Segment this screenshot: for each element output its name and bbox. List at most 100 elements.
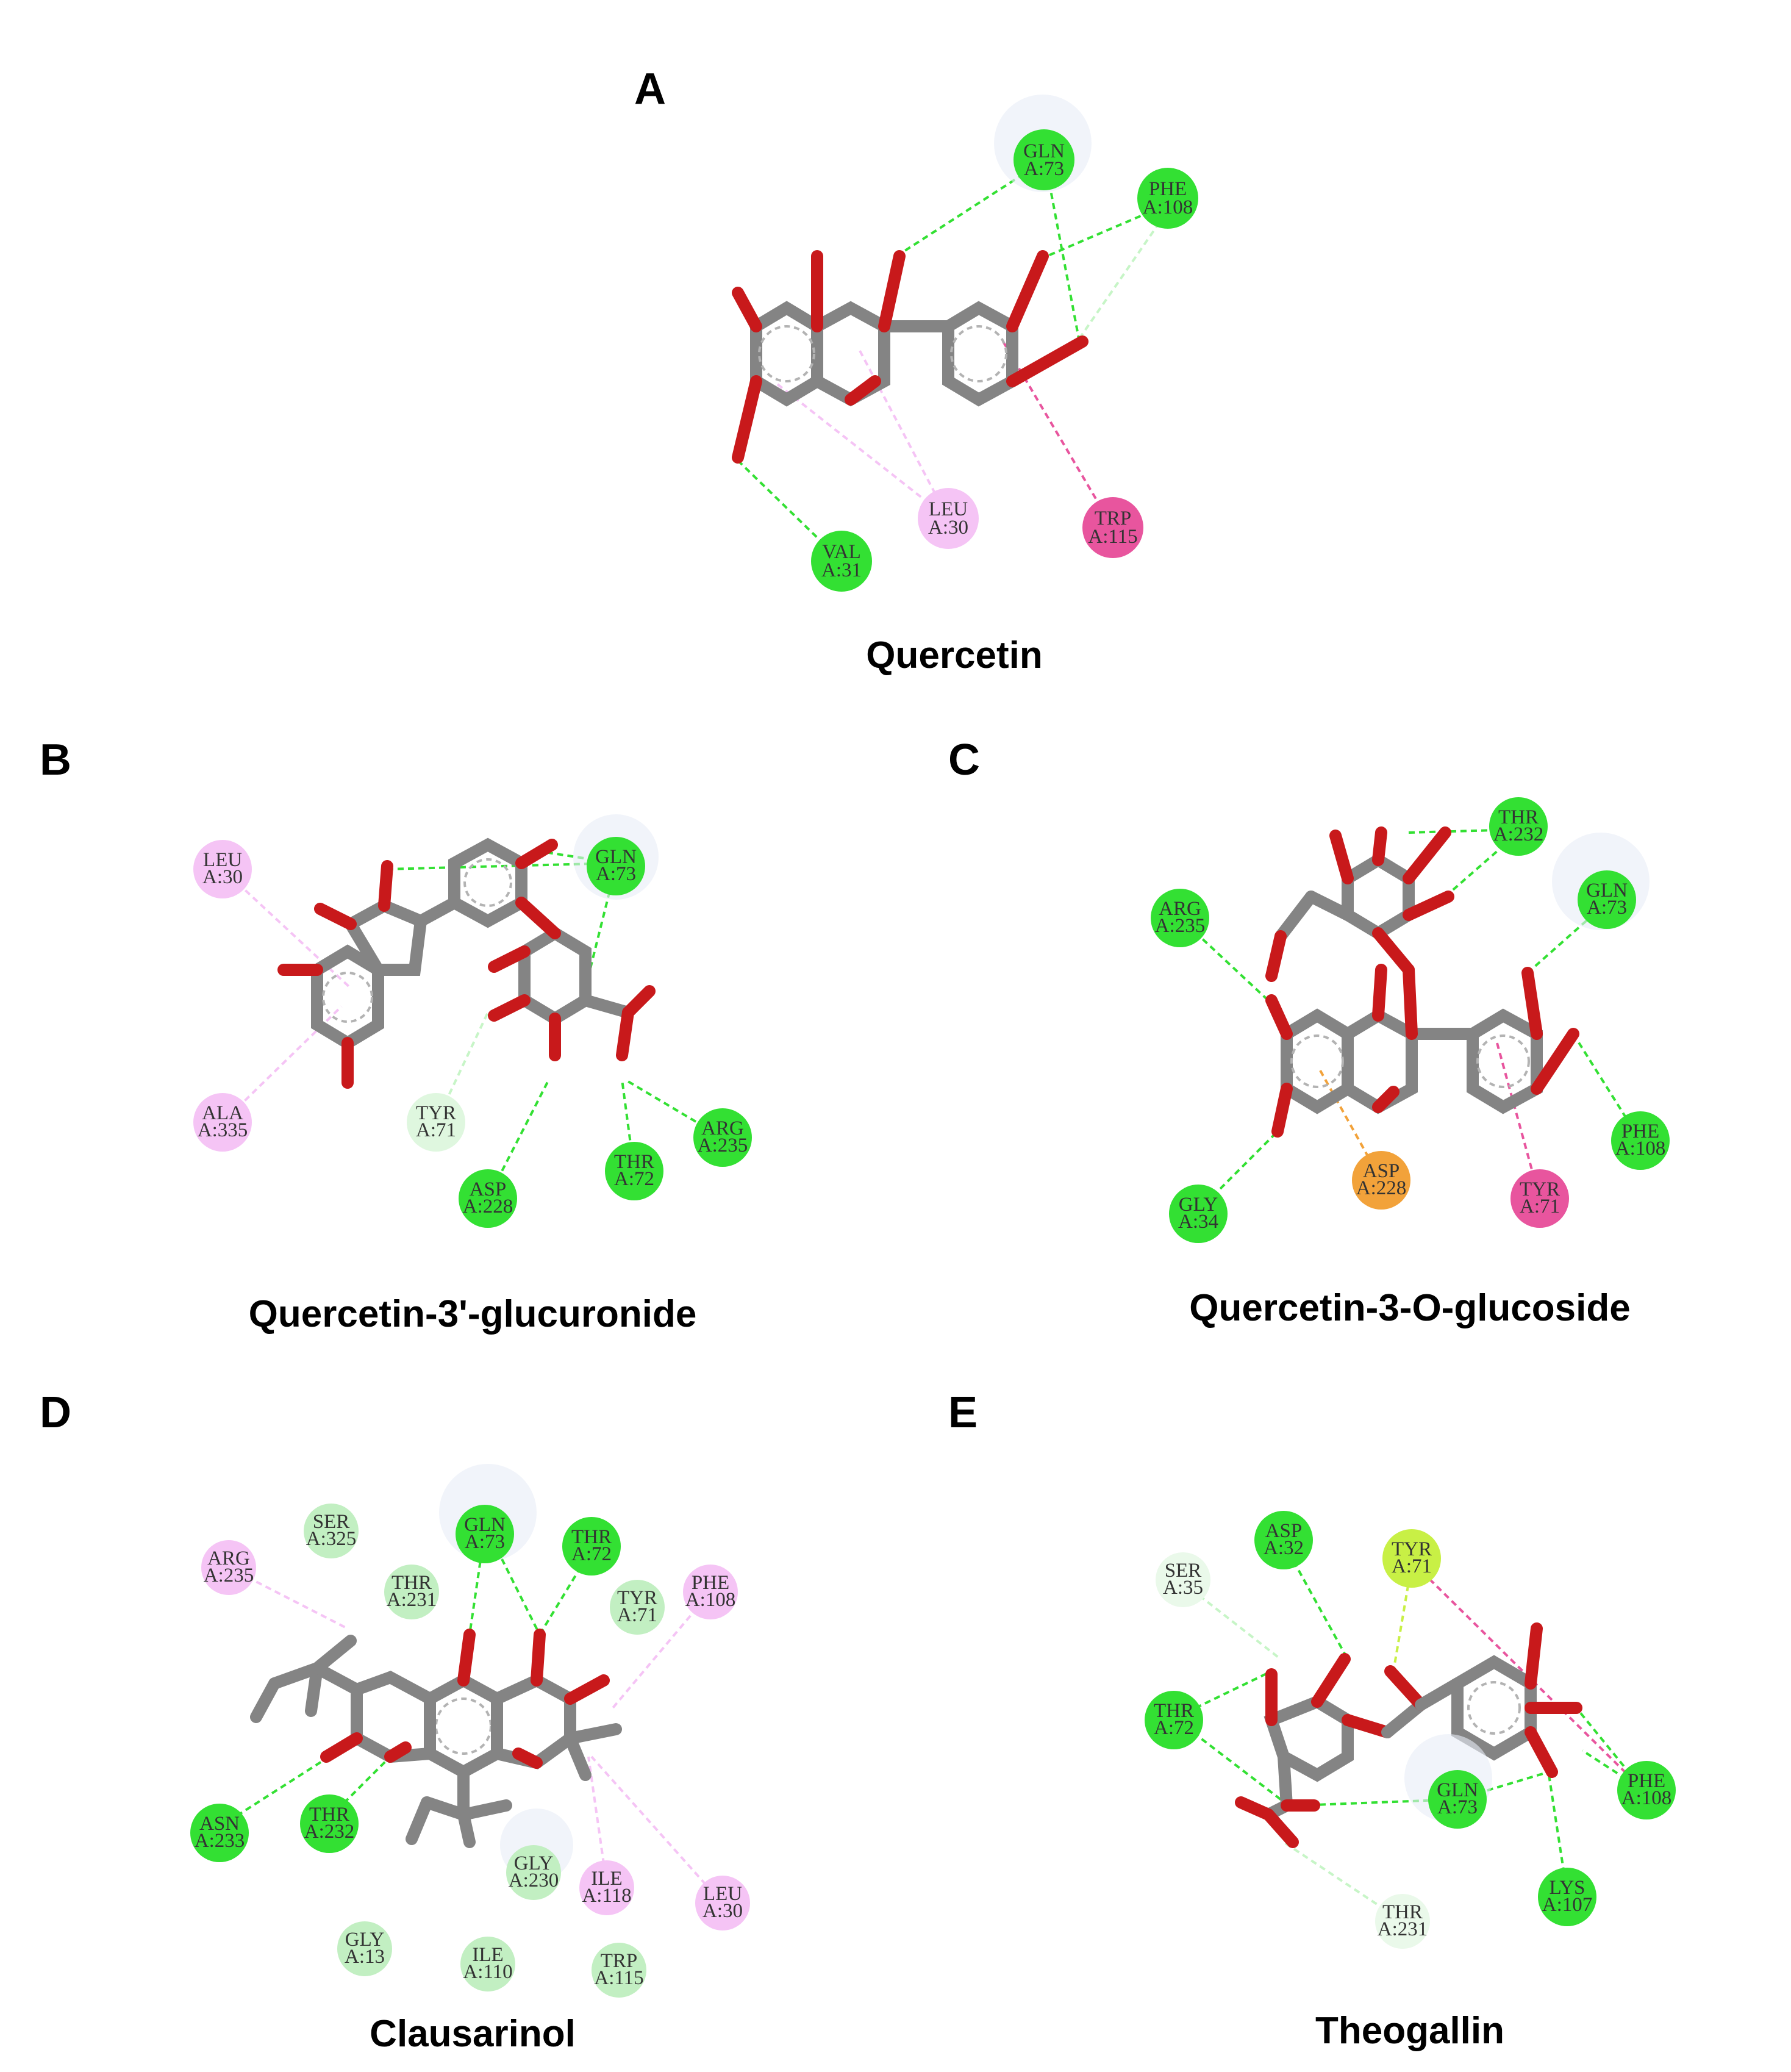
pi-alkyl-line: [776, 383, 949, 520]
panel-a-residues: GLN A:73 PHE A:108 LEU A:30 TRP A:115 VA…: [811, 95, 1198, 592]
panel-e-residues: ASP A:32 TYR A:71 SER A:35 THR A:72 GLN …: [1145, 1511, 1676, 1949]
residue-gly34: GLY A:34: [1169, 1185, 1228, 1243]
residue-asp32: ASP A:32: [1254, 1511, 1313, 1569]
svg-text:A:34: A:34: [1178, 1211, 1218, 1233]
hbond-line: [1408, 828, 1519, 834]
svg-text:A:118: A:118: [582, 1885, 631, 1907]
quercetin-glucoside-structure: [1265, 826, 1579, 1138]
svg-text:A:115: A:115: [1088, 526, 1137, 548]
svg-text:A:32: A:32: [1264, 1537, 1304, 1559]
svg-text:A:230: A:230: [509, 1869, 559, 1891]
svg-text:TYR: TYR: [416, 1102, 456, 1124]
theogallin-structure: [1235, 1622, 1582, 1848]
hbond-line: [737, 459, 843, 562]
svg-text:A:73: A:73: [596, 863, 636, 885]
residue-gly13: GLY A:13: [337, 1921, 392, 1976]
svg-text:A:73: A:73: [465, 1531, 505, 1553]
hbond-line: [1444, 831, 1520, 898]
svg-text:LEU: LEU: [703, 1883, 742, 1905]
svg-text:A:72: A:72: [571, 1543, 612, 1565]
panel-a-letter: A: [634, 65, 666, 113]
residue-leu30: LEU A:30: [918, 488, 979, 549]
panel-c-letter: C: [948, 736, 980, 784]
residue-val31: VAL A:31: [811, 531, 872, 592]
residue-phe108: PHE A:108: [1611, 1111, 1670, 1170]
panel-e-caption: Theogallin: [1315, 2010, 1504, 2052]
hbond-line: [1197, 1130, 1279, 1212]
svg-text:A:30: A:30: [202, 866, 243, 888]
svg-text:A:108: A:108: [1143, 196, 1193, 218]
svg-text:LEU: LEU: [929, 498, 968, 520]
hbond-line: [1176, 1670, 1272, 1718]
svg-text:THR: THR: [1498, 806, 1539, 828]
svg-text:A:228: A:228: [463, 1196, 513, 1217]
hbond-line: [1575, 1707, 1645, 1791]
residue-thr72: THR A:72: [1145, 1691, 1203, 1749]
svg-text:ASN: ASN: [199, 1813, 240, 1835]
panel-e-interaction-lines: [1176, 1543, 1645, 1923]
residue-gln73: GLN A:73: [573, 814, 659, 900]
residue-tyr71: TYR A:71: [1382, 1529, 1441, 1588]
residue-asp228: ASP A:228: [1352, 1151, 1410, 1210]
svg-text:ASP: ASP: [1265, 1520, 1303, 1542]
svg-text:A:73: A:73: [1024, 158, 1064, 180]
svg-text:A:110: A:110: [463, 1961, 512, 1983]
residue-thr231: THR A:231: [1375, 1894, 1430, 1949]
residue-gly230: GLY A:230: [500, 1809, 573, 1900]
svg-text:A:233: A:233: [195, 1830, 245, 1852]
residue-trp115: TRP A:115: [1082, 497, 1143, 558]
svg-text:A:31: A:31: [821, 559, 862, 581]
svg-text:GLY: GLY: [1179, 1194, 1218, 1216]
pi-donor-line: [1392, 1564, 1413, 1672]
residue-thr72: THR A:72: [605, 1142, 663, 1200]
svg-text:GLN: GLN: [595, 846, 637, 868]
quercetin-structure: [732, 250, 1089, 464]
panel-a-caption: Quercetin: [866, 634, 1042, 676]
svg-text:PHE: PHE: [1628, 1770, 1665, 1792]
svg-text:GLY: GLY: [345, 1929, 385, 1951]
panel-c-caption: Quercetin-3-O-glucoside: [1189, 1287, 1630, 1329]
residue-thr231: THR A:231: [384, 1565, 439, 1619]
svg-text:ASP: ASP: [1363, 1160, 1400, 1182]
svg-text:A:115: A:115: [594, 1967, 643, 1989]
svg-text:TYR: TYR: [617, 1587, 657, 1609]
svg-text:GLN: GLN: [464, 1514, 506, 1536]
residue-asp228: ASP A:228: [459, 1169, 517, 1228]
svg-text:PHE: PHE: [1149, 178, 1187, 200]
hbond-line: [1298, 1798, 1458, 1807]
panel-b-letter: B: [40, 736, 71, 784]
svg-text:A:72: A:72: [1154, 1717, 1194, 1739]
panel-b-caption: Quercetin-3'-glucuronide: [249, 1293, 697, 1335]
residue-thr232: THR A:232: [300, 1794, 359, 1853]
hbond-line: [468, 1530, 486, 1635]
quercetin-glucuronide-structure: [277, 837, 656, 1089]
svg-text:A:232: A:232: [1493, 823, 1544, 845]
svg-text:A:108: A:108: [1615, 1138, 1666, 1160]
hbond-line: [1045, 164, 1081, 342]
svg-text:GLN: GLN: [1023, 140, 1065, 162]
svg-text:THR: THR: [309, 1804, 349, 1826]
residue-ile110: ILE A:110: [460, 1937, 515, 1991]
svg-text:ILE: ILE: [591, 1868, 622, 1890]
svg-text:GLY: GLY: [514, 1852, 554, 1874]
pi-pi-line: [1002, 340, 1114, 529]
residue-thr72: THR A:72: [562, 1517, 621, 1576]
svg-text:A:72: A:72: [614, 1168, 654, 1190]
svg-text:A:228: A:228: [1356, 1177, 1407, 1199]
svg-text:A:235: A:235: [1155, 915, 1206, 937]
residue-ser325: SER A:325: [304, 1504, 359, 1558]
residue-ile118: ILE A:118: [579, 1860, 634, 1915]
svg-text:A:71: A:71: [416, 1119, 456, 1141]
panel-d-letter: D: [40, 1388, 71, 1437]
svg-text:A:73: A:73: [1587, 897, 1627, 919]
svg-text:TYR: TYR: [1520, 1178, 1560, 1200]
residue-tyr71: TYR A:71: [1510, 1169, 1569, 1228]
svg-text:ILE: ILE: [472, 1944, 503, 1966]
svg-text:PHE: PHE: [692, 1572, 729, 1594]
svg-text:PHE: PHE: [1621, 1120, 1659, 1142]
svg-text:THR: THR: [391, 1572, 432, 1594]
svg-text:TRP: TRP: [1095, 507, 1132, 529]
svg-text:A:235: A:235: [698, 1135, 748, 1156]
svg-text:A:13: A:13: [345, 1946, 385, 1968]
